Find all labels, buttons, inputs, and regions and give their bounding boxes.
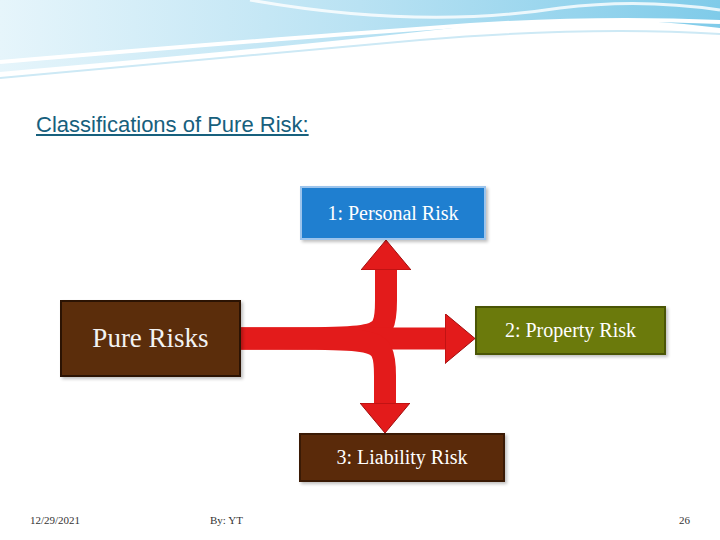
slide-title: Classifications of Pure Risk: [36,112,309,138]
node-label: 3: Liability Risk [336,446,467,469]
source-box: Pure Risks [60,300,241,377]
footer-label: By: YT [210,514,243,526]
node-label: 1: Personal Risk [327,202,458,225]
category-box: 1: Personal Risk [300,186,486,240]
node-label: Pure Risks [92,323,208,354]
category-box: 3: Liability Risk [299,433,505,482]
category-box: 2: Property Risk [475,306,666,355]
banner-wave [0,0,720,72]
footer-label: 12/29/2021 [30,514,80,526]
banner-swoosh [250,0,720,17]
node-label: 2: Property Risk [505,319,636,342]
banner-swoosh [0,31,720,78]
footer-label: 26 [679,514,690,526]
banner-swoosh [0,20,720,62]
branch-arrow [241,339,385,404]
